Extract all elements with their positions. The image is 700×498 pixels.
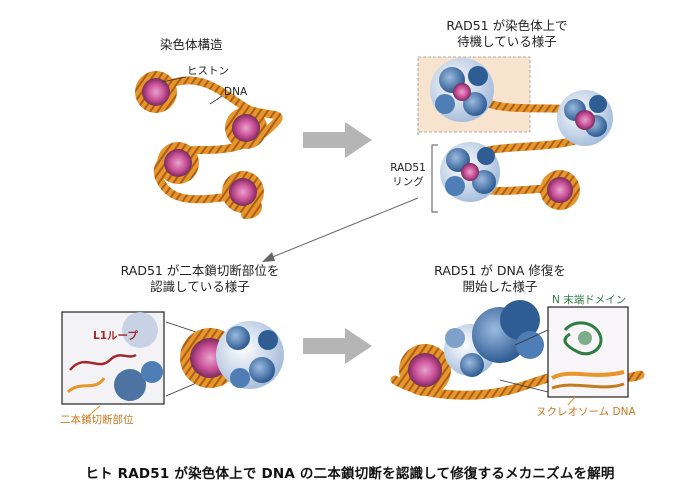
nucleosome-dna-label: ヌクレオソーム DNA [536,406,636,418]
nucleosome-pointer [567,396,576,406]
inset-dna-trace [551,370,625,380]
break-dna-trace [66,377,106,394]
arrow-top [303,122,372,158]
dna-label: DNA [224,86,248,98]
ring-label-1: RAD51 [390,162,426,174]
panel-title-waiting-1: RAD51 が染色体上で [446,18,568,33]
figure-caption: ヒト RAD51 が染色体上で DNA の二本鎖切断を認識して修復するメカニズム… [85,466,615,482]
n-domain-label: N 末端ドメイン [552,294,627,306]
ring-bracket [431,144,438,213]
l1-loop-label: L1ループ [93,330,138,342]
histone-pointer [161,76,187,83]
n-domain-trace [563,321,603,356]
rad51-repair-complex [390,300,645,400]
break-site-label: 二本鎖切断部位 [60,414,134,426]
rad51-ring-cluster [430,58,613,210]
panel-title-repair-1: RAD51 が DNA 修復を [434,263,566,278]
rad51-bound-nucleosome [180,321,284,389]
panel-title-chromatin: 染色体構造 [160,37,223,52]
dna-pointer [209,95,223,105]
diagonal-arrow [269,197,419,259]
panel-title-recognition-2: 認識している様子 [150,279,250,294]
arrow-bottom [303,328,372,364]
break-pointer [85,405,101,419]
histone-octamer [135,71,267,213]
panel-title-repair-2: 開始した様子 [462,279,538,294]
panel-title-recognition-1: RAD51 が二本鎖切断部位を [120,263,280,278]
inset-n-domain [547,306,629,398]
histone-label: ヒストン [187,65,229,77]
ring-label-2: リング [392,176,424,188]
l1-loop-trace [69,353,137,371]
panel-title-waiting-2: 待機している様子 [457,34,557,49]
